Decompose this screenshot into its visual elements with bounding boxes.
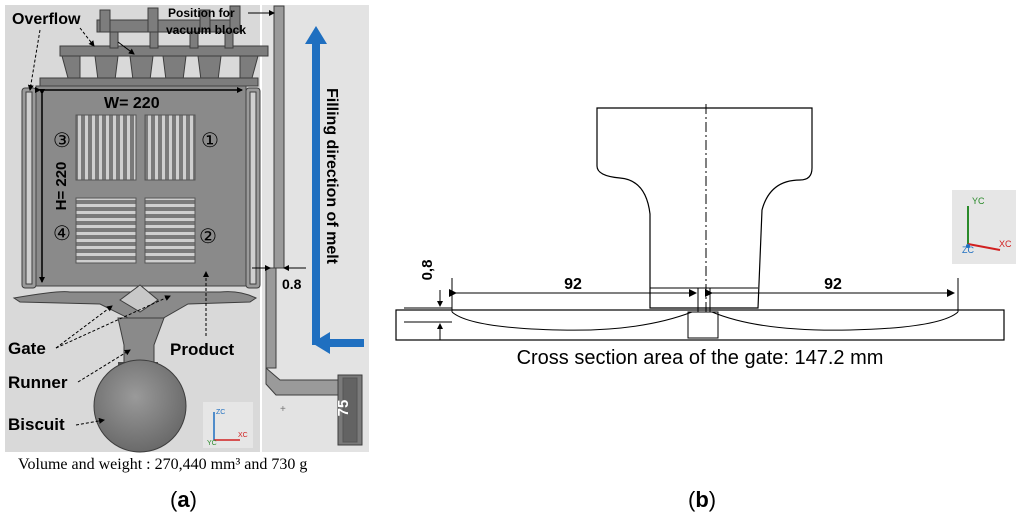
biscuit-height-label: 75: [335, 400, 352, 417]
runner-leader: [77, 349, 131, 383]
panel-b-tag-open: (: [688, 487, 696, 512]
runner-label: Runner: [8, 373, 68, 392]
axis-zc-label: ZC: [216, 409, 225, 416]
panel-b: [395, 104, 1005, 341]
axis-xc-label: XC: [238, 432, 248, 439]
gate-leader-1: [55, 305, 113, 349]
side-thickness-label: 0.8: [282, 276, 302, 292]
top-overflow-structure: [39, 5, 269, 87]
filling-arrowhead-up: [305, 26, 327, 44]
gate-lens: [451, 311, 693, 331]
caption-b: Cross section area of the gate: 147.2 mm: [517, 347, 884, 369]
caption-a: Volume and weight : 270,440 mm³ and 730 …: [18, 456, 307, 473]
filling-direction-label: Filling direction of melt: [323, 88, 340, 265]
biscuit: [93, 359, 187, 453]
cavity-2-number: ②: [199, 226, 217, 248]
panel-b-tag-letter: b: [695, 487, 708, 512]
product-plate: [35, 85, 247, 287]
gate-lens-right: [711, 311, 959, 331]
base-plate: [395, 309, 1005, 341]
panel-a: W= 220 H= 220 ③ ① ④ ② Filling direction …: [5, 5, 369, 512]
panel-a-tag: (a): [170, 487, 197, 512]
cavity-1-number: ①: [201, 130, 219, 152]
axis-yc-label: YC: [207, 440, 217, 447]
axis-b-zc-label: ZC: [962, 245, 974, 255]
gate-label: Gate: [8, 339, 46, 358]
panel-b-tag-close: ): [709, 487, 716, 512]
axis-b-xc-label: XC: [999, 239, 1012, 249]
runner-section-outline: [596, 107, 813, 309]
axis-plus-mark: +: [280, 404, 286, 415]
panel-b-tag: (b): [688, 487, 716, 512]
vacuum-leader-2: [117, 41, 135, 55]
dim-thickness-label: 0,8: [419, 260, 436, 281]
filling-arrowhead-left: [312, 332, 330, 354]
cavity-1-pattern: [144, 114, 196, 181]
panel-a-tag-letter: a: [177, 487, 190, 512]
dim-right-label: 92: [824, 276, 842, 293]
vacuum-label-line1: Position for: [168, 6, 235, 20]
cavity-4-pattern: [75, 197, 137, 264]
overflow-leader-1: [27, 29, 41, 91]
cavity-3-pattern: [75, 114, 137, 181]
axis-triad-a: ZC YC XC: [203, 402, 253, 448]
cavity-4-number: ④: [53, 223, 71, 245]
dim-left-label: 92: [564, 276, 582, 293]
height-label: H= 220: [53, 162, 70, 211]
axis-b-yc-label: YC: [972, 196, 985, 206]
product-label: Product: [170, 340, 235, 359]
vacuum-label-line2: vacuum block: [166, 23, 246, 37]
panel-a-tag-open: (: [170, 487, 178, 512]
gate-leader-2: [55, 295, 171, 349]
width-label: W= 220: [104, 95, 160, 112]
side-view-part: [265, 5, 363, 446]
panel-a-tag-close: ): [190, 487, 197, 512]
biscuit-label: Biscuit: [8, 415, 65, 434]
cavity-3-number: ③: [53, 130, 71, 152]
gate-center: [119, 284, 159, 313]
axis-triad-b: YC ZC XC: [952, 190, 1016, 264]
cavity-2-pattern: [144, 197, 196, 264]
gate-center-notch: [687, 311, 719, 339]
overflow-label: Overflow: [12, 11, 81, 28]
overflow-leader-2: [79, 27, 95, 47]
